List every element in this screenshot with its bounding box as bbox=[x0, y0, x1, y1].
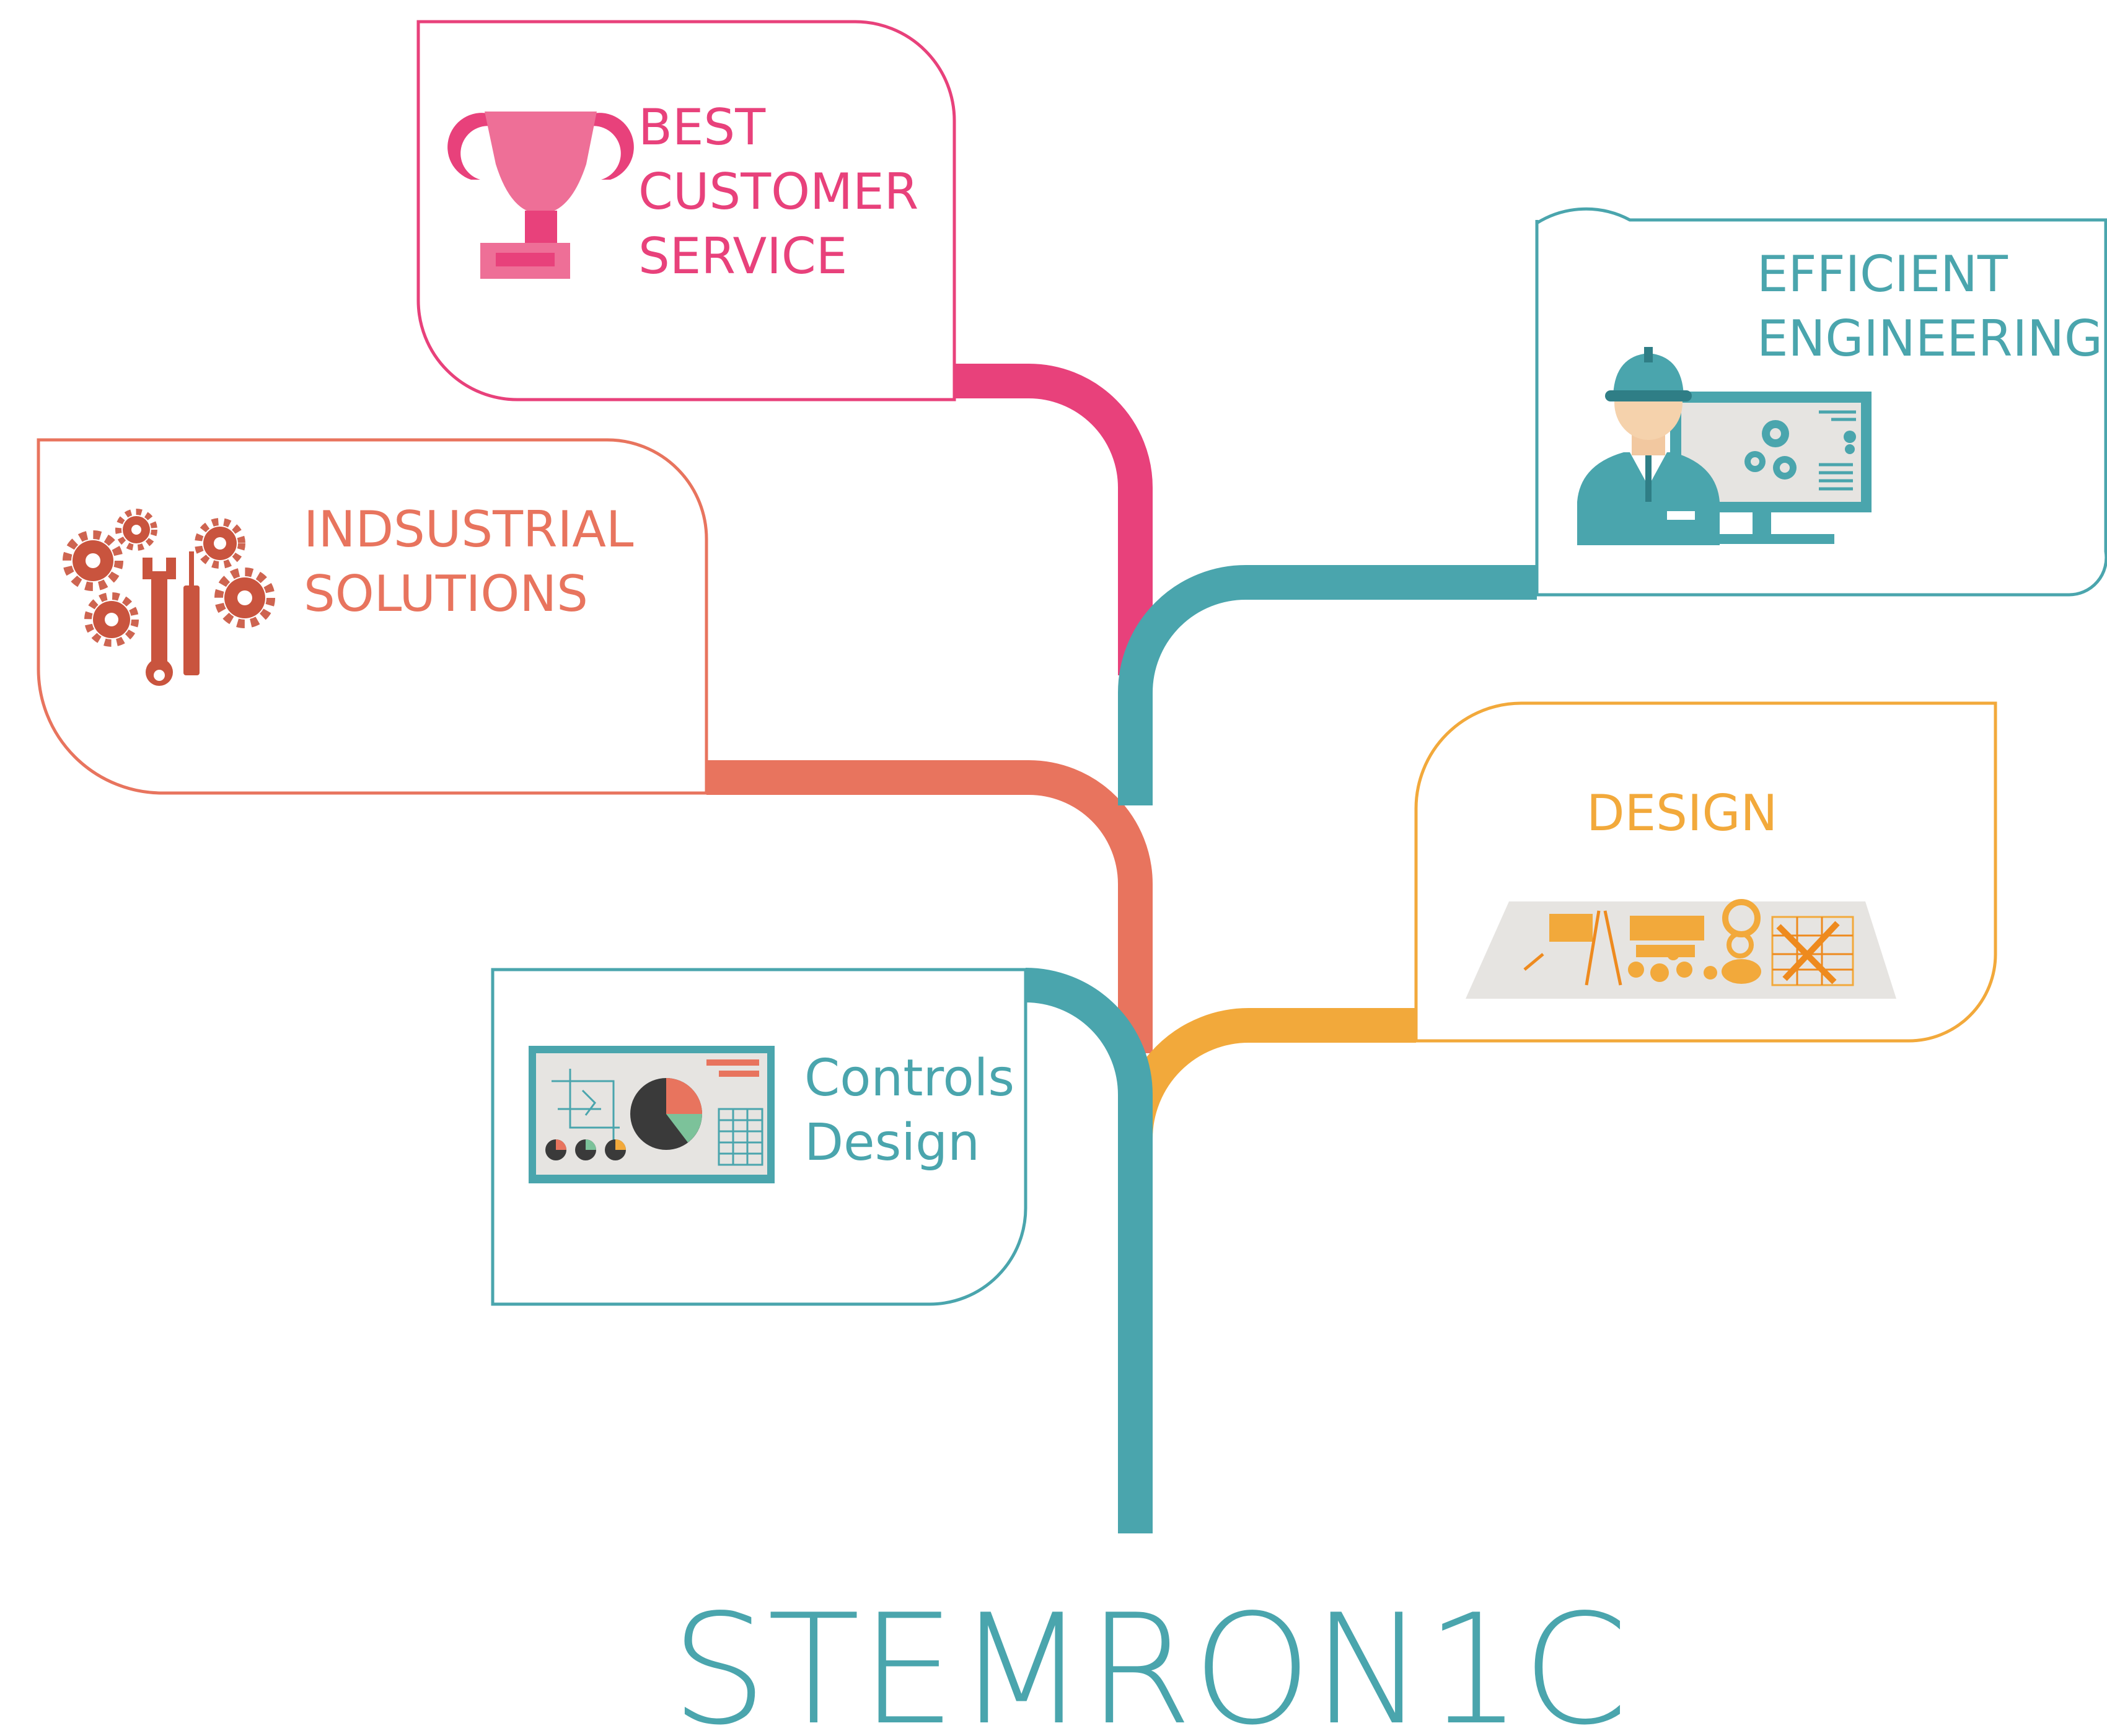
card-label-line-1: BEST bbox=[638, 99, 766, 156]
card-efficient-engineering: EFFICIENT ENGINEERING bbox=[1535, 207, 2107, 597]
dashboard-icon bbox=[529, 1046, 775, 1183]
card-controls-design: Controls Design bbox=[491, 968, 1027, 1306]
card-label-line-2: SOLUTIONS bbox=[304, 565, 588, 623]
card-design: DESIGN bbox=[1414, 701, 1997, 1043]
mini-pie-icons bbox=[545, 1139, 626, 1160]
card-customer-service: BEST CUSTOMER SERVICE bbox=[416, 20, 956, 401]
tree-branches bbox=[706, 364, 1537, 1533]
card-industrial-solutions: INDSUSTRIAL SOLUTIONS bbox=[37, 438, 708, 795]
card-label-line-1: INDSUSTRIAL bbox=[304, 501, 634, 558]
trophy-icon bbox=[447, 112, 634, 279]
branch-industrial-solutions bbox=[706, 760, 1153, 1053]
card-label-line-1: EFFICIENT bbox=[1757, 245, 2008, 303]
engineer-icon bbox=[1577, 347, 1872, 545]
gears-tools-icon bbox=[63, 509, 275, 686]
card-label-line-3: SERVICE bbox=[638, 227, 847, 285]
gear-icon bbox=[1744, 420, 1856, 480]
blueprint-icon bbox=[1466, 899, 1896, 999]
card-label-line-2: ENGINEERING bbox=[1757, 310, 2103, 367]
card-label-line-2: CUSTOMER bbox=[638, 163, 918, 221]
card-label-line-1: Controls bbox=[804, 1049, 1014, 1108]
branch-customer-service bbox=[951, 364, 1153, 675]
card-label-line-1: DESIGN bbox=[1586, 784, 1777, 842]
card-label-line-2: Design bbox=[804, 1113, 980, 1172]
branch-efficient-engineering bbox=[1118, 565, 1537, 805]
pie-chart-icon bbox=[630, 1078, 702, 1150]
branch-controls-design bbox=[1025, 968, 1153, 1533]
brand-logo-text: STEMRON1C bbox=[671, 1582, 1629, 1736]
branch-design bbox=[1118, 1008, 1416, 1177]
